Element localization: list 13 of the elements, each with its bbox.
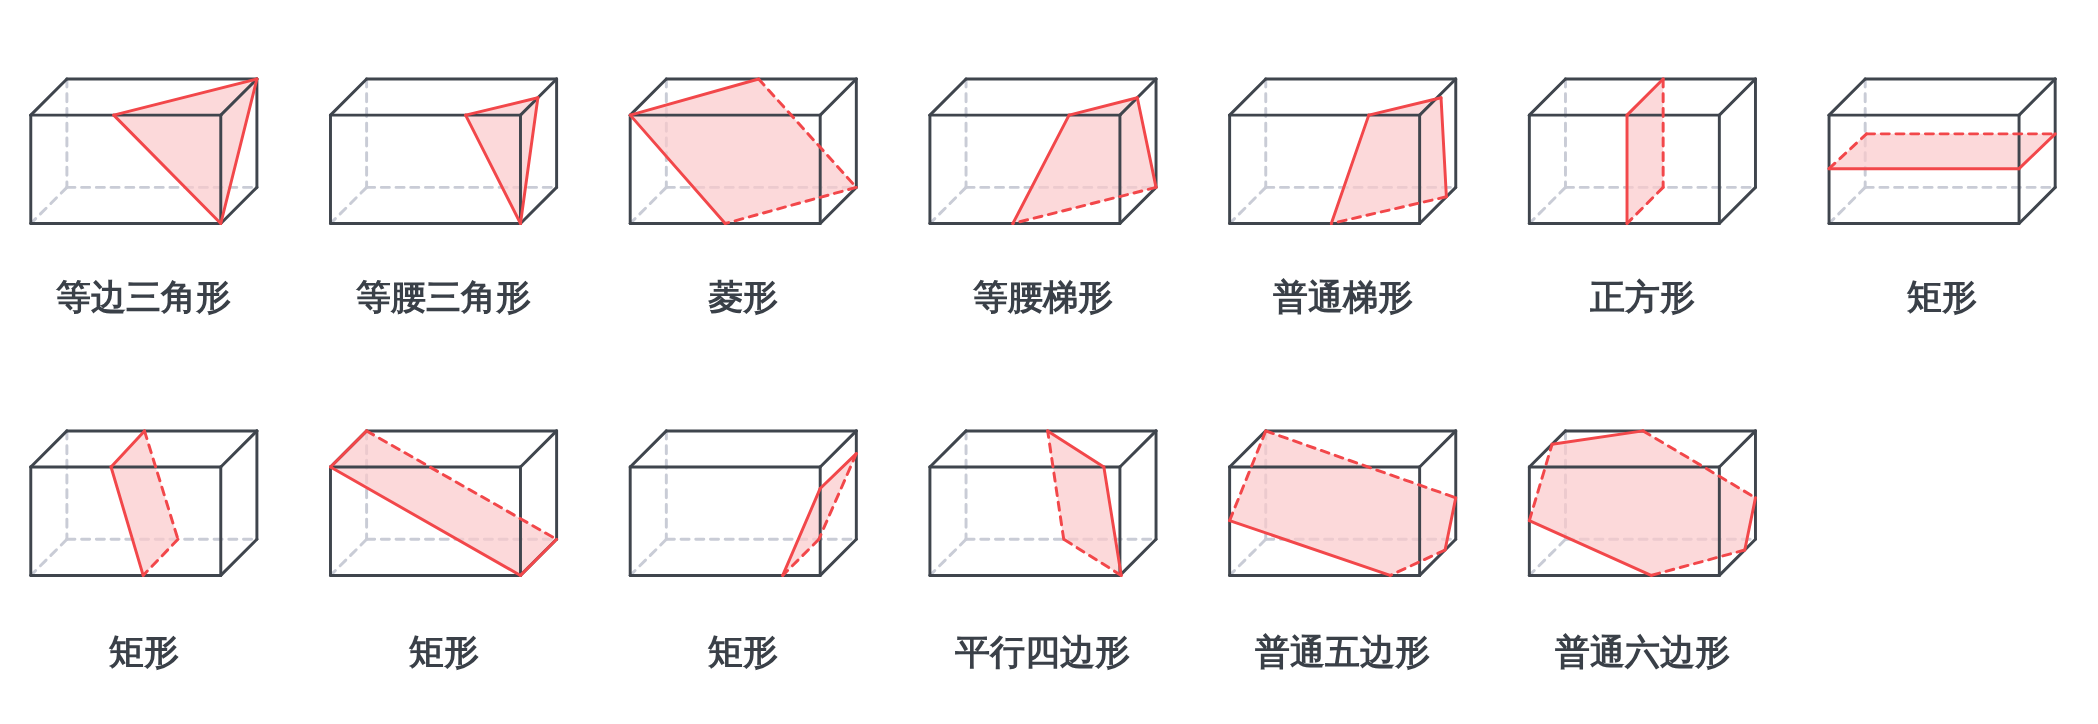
caption: 等边三角形 [56,276,232,319]
caption: 普通五边形 [1255,630,1431,673]
caption: 等腰三角形 [356,276,532,319]
caption: 正方形 [1589,276,1695,319]
caption: 平行四边形 [955,630,1131,673]
caption: 菱形 [708,276,779,319]
caption: 普通梯形 [1272,276,1413,319]
caption: 矩形 [408,630,479,673]
caption: 矩形 [108,630,179,673]
caption: 等腰梯形 [972,276,1113,319]
caption: 矩形 [708,630,779,673]
caption: 矩形 [1907,276,1978,319]
caption: 普通六边形 [1554,630,1730,673]
